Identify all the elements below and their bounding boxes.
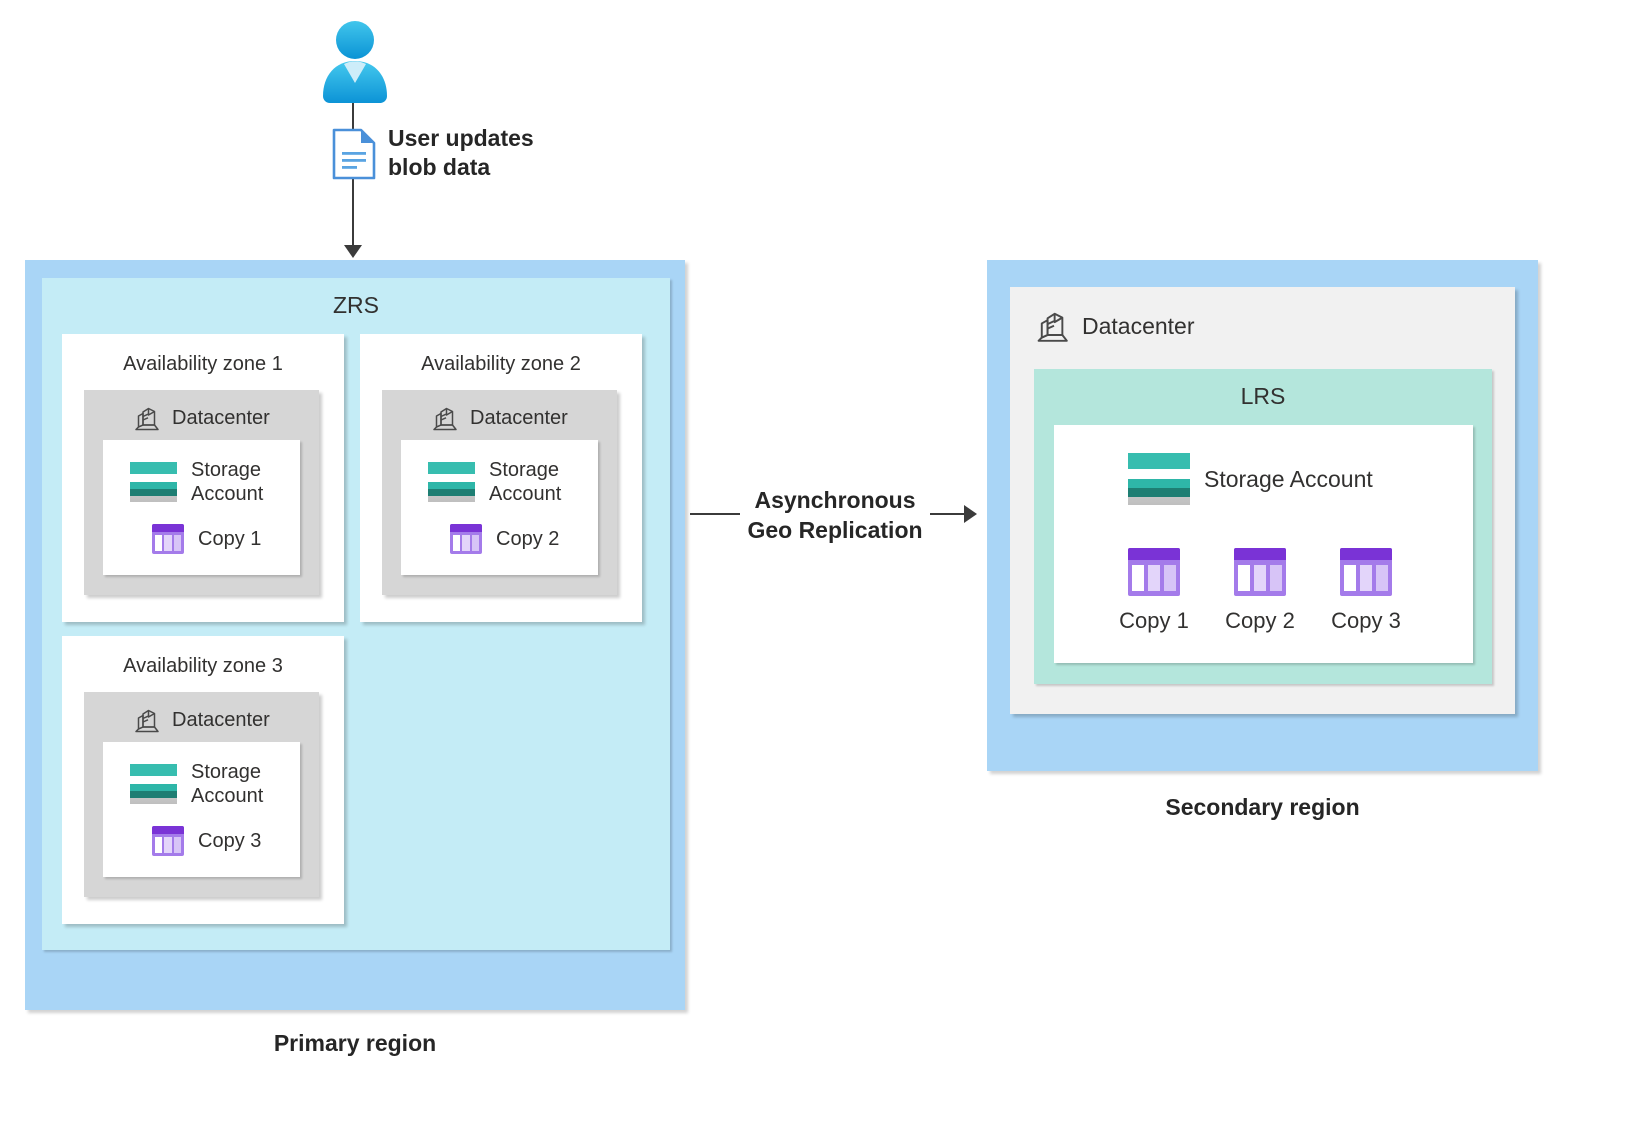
storage-label-line2: Account [191,785,264,808]
copy-row-zone-3: Copy 3 [152,826,261,856]
user-to-region-arrowhead [344,245,362,258]
storage-label-line1: Storage [191,761,262,783]
storage-label-line1: Storage [489,459,560,481]
datacenter-label-zone-1: Datacenter [172,406,270,429]
datacenter-header-zone-3: Datacenter [134,705,270,735]
storage-account-icon [130,462,177,503]
storage-account-label-secondary: Storage Account [1204,465,1373,492]
copy-row-zone-1: Copy 1 [152,524,261,554]
storage-label-line2: Account [489,483,562,506]
copy-label-zone-2: Copy 2 [496,527,560,550]
datacenter-icon [134,403,162,433]
storage-account-zone-1: Storage Account [130,458,280,507]
storage-account-secondary: Storage Account [1128,453,1373,505]
storage-account-icon [428,462,475,503]
storage-label-line1: Storage [191,459,262,481]
geo-caption-line2: Geo Replication [747,516,923,543]
lrs-label: LRS [1240,383,1286,409]
copy-icon [1234,548,1286,596]
availability-zone-2-title: Availability zone 2 [421,353,581,375]
copy-label-secondary-1: Copy 1 [1119,608,1189,633]
storage-account-icon [1128,453,1190,505]
datacenter-icon [1036,306,1072,346]
datacenter-header-zone-2: Datacenter [432,403,568,433]
copy-icon [450,524,482,554]
copy-icon [152,524,184,554]
availability-zone-3-title: Availability zone 3 [123,655,283,677]
copy-label-secondary-3: Copy 3 [1331,608,1401,633]
user-caption-line2: blob data [388,154,491,181]
user-caption-line1: User updates [388,125,534,151]
datacenter-label-zone-3: Datacenter [172,708,270,731]
geo-caption-line1: Asynchronous [754,487,916,513]
copy-icon [1128,548,1180,596]
copy-icon [152,826,184,856]
user-person-icon [320,20,390,110]
primary-region-caption: Primary region [273,1030,437,1056]
copy-cell-2: Copy 2 [1219,548,1301,634]
storage-account-icon [130,764,177,805]
geo-replication-arrowhead [964,505,977,523]
user-flow-caption: User updates blob data [388,124,534,183]
datacenter-label-zone-2: Datacenter [470,406,568,429]
datacenter-header-secondary: Datacenter [1036,306,1195,346]
zrs-label: ZRS [333,292,379,318]
storage-account-label-zone-3: Storage Account [191,760,263,809]
storage-label-line2: Account [191,483,264,506]
availability-zone-1-title: Availability zone 1 [123,353,283,375]
storage-account-label-zone-1: Storage Account [191,458,263,507]
storage-account-label-zone-2: Storage Account [489,458,561,507]
storage-account-zone-2: Storage Account [428,458,578,507]
copy-cell-3: Copy 3 [1325,548,1407,634]
copy-row-zone-2: Copy 2 [450,524,559,554]
datacenter-label-secondary: Datacenter [1082,312,1195,339]
datacenter-icon [134,705,162,735]
storage-inner-card-secondary [1054,425,1473,663]
datacenter-icon [432,403,460,433]
copy-label-secondary-2: Copy 2 [1225,608,1295,633]
document-icon [332,128,376,185]
storage-account-zone-3: Storage Account [130,760,280,809]
geo-replication-caption: Asynchronous Geo Replication [740,486,930,546]
copy-label-zone-1: Copy 1 [198,527,262,550]
datacenter-header-zone-1: Datacenter [134,403,270,433]
copy-icon [1340,548,1392,596]
copy-cell-1: Copy 1 [1113,548,1195,634]
copy-label-zone-3: Copy 3 [198,829,262,852]
secondary-region-caption: Secondary region [1165,794,1360,820]
